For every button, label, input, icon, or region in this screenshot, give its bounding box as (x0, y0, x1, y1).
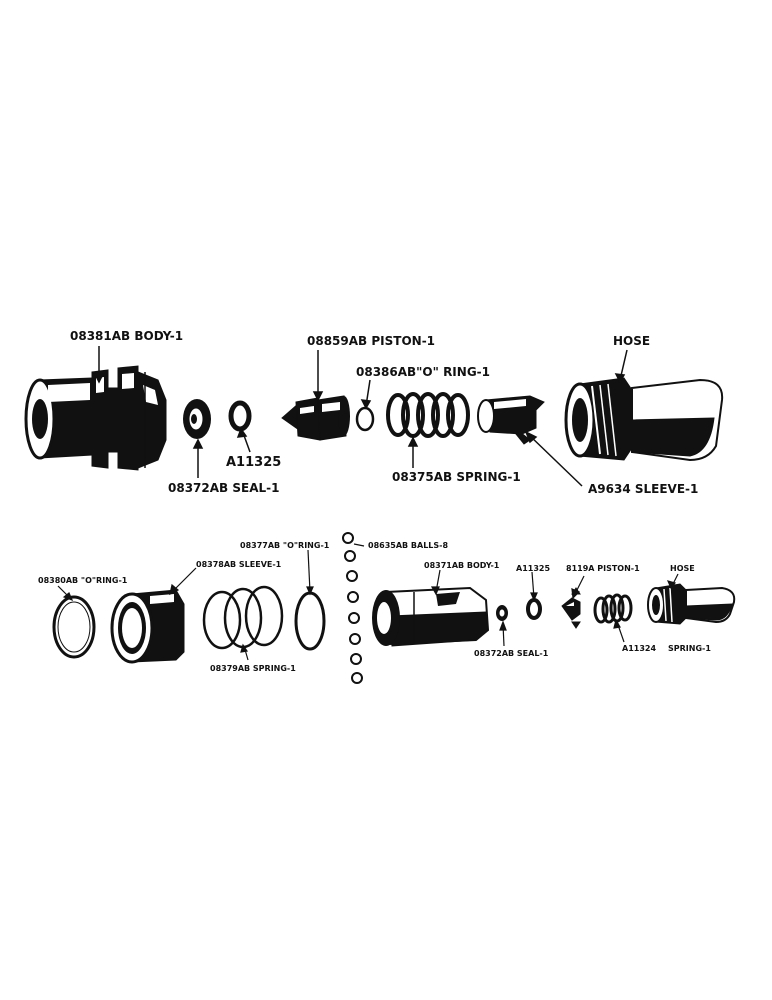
label-a11325-bottom: A11325 (516, 564, 550, 573)
top-leader-lines (93, 346, 628, 487)
label-sleeve-a9634: A9634 SLEEVE-1 (588, 482, 698, 496)
balls-08635ab-part (342, 532, 363, 684)
label-a11325-top: A11325 (226, 455, 281, 470)
ring-a11325-part-bottom (526, 598, 542, 620)
o-ring-08377ab-part (294, 591, 326, 651)
top-assembly: 08381AB BODY-1 08859AB PISTON-1 08386AB"… (24, 329, 724, 496)
label-spring-08375ab: 08375AB SPRING-1 (392, 470, 521, 484)
hose-fitting-bottom-part (647, 583, 736, 625)
label-body-08381ab: 08381AB BODY-1 (70, 329, 183, 343)
label-spring-08379ab: 08379AB SPRING-1 (210, 664, 296, 673)
label-seal-08372ab-top: 08372AB SEAL-1 (168, 481, 279, 495)
label-o-ring-08380ab: 08380AB "O"RING-1 (38, 576, 128, 585)
spring-08375ab-part (386, 392, 470, 438)
seal-08372ab-part (183, 399, 211, 439)
bottom-leader-lines (57, 543, 679, 661)
label-o-ring-08377ab: 08377AB "O"RING-1 (240, 541, 330, 550)
label-o-ring-08386ab: 08386AB"O" RING-1 (356, 365, 490, 379)
body-08371ab-part (372, 586, 490, 647)
label-piston-08859ab: 08859AB PISTON-1 (307, 334, 435, 348)
label-hose-bottom: HOSE (670, 564, 695, 573)
spring-a11324-part (593, 593, 633, 624)
bottom-assembly: 08377AB "O"RING-1 08635AB BALLS-8 08380A… (38, 532, 736, 684)
o-ring-08380ab-part (52, 595, 96, 659)
body-08381ab-part (24, 365, 167, 471)
seal-08372ab-part-bottom (496, 605, 508, 621)
label-body-08371ab: 08371AB BODY-1 (424, 561, 500, 570)
o-ring-08386ab-part (355, 406, 375, 432)
label-balls-08635ab: 08635AB BALLS-8 (368, 541, 448, 550)
label-hose-top: HOSE (613, 334, 650, 348)
sleeve-08378ab-part (110, 589, 185, 664)
label-piston-8119a: 8119A PISTON-1 (566, 564, 640, 573)
label-sleeve-08378ab: 08378AB SLEEVE-1 (196, 560, 282, 569)
label-spring-a11324: A11324 (622, 644, 656, 653)
piston-08859ab-part (281, 395, 350, 441)
ring-a11325-part (228, 400, 252, 432)
hose-fitting-top-part (564, 377, 724, 462)
label-seal-08372ab-bottom: 08372AB SEAL-1 (474, 649, 549, 658)
sleeve-a9634-part (477, 395, 545, 445)
spring-08379ab-part (202, 585, 284, 650)
label-spring-a11324-suffix: SPRING-1 (668, 644, 711, 653)
